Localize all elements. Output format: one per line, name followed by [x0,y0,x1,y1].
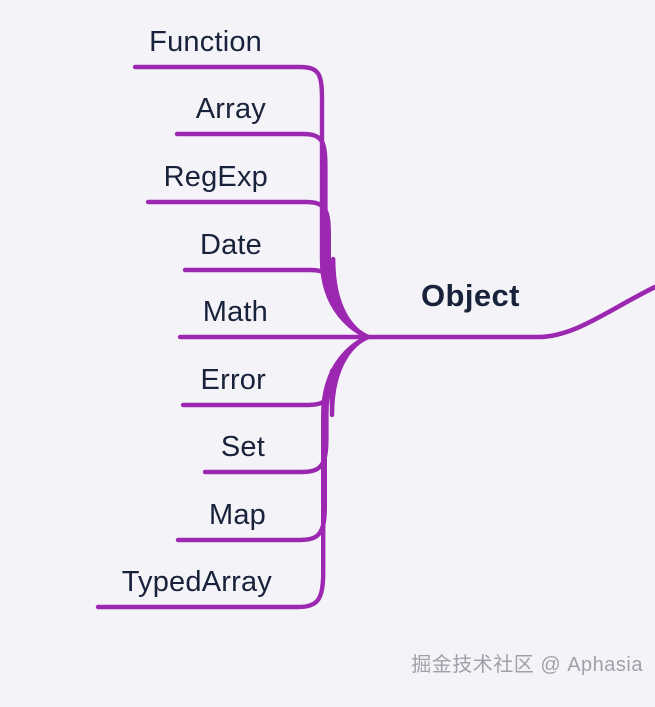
node-label-function: Function [149,26,262,58]
branch-line-date [182,256,371,340]
node-label-math: Math [202,296,268,328]
node-label-regexp: RegExp [163,161,268,193]
node-label-typedarray: TypedArray [121,566,272,598]
node-label-date: Date [199,229,262,261]
branch-path-group [95,64,371,610]
branch-line-typedarray [95,334,371,610]
node-label-error: Error [200,364,266,396]
node-label-map: Map [208,499,266,531]
node-label-object: Object [421,278,520,313]
node-label-set: Set [220,431,265,463]
root-trunk-line [365,284,655,340]
node-label-array: Array [195,93,266,125]
watermark-text: 掘金技术社区 @ Aphasia [411,654,643,676]
